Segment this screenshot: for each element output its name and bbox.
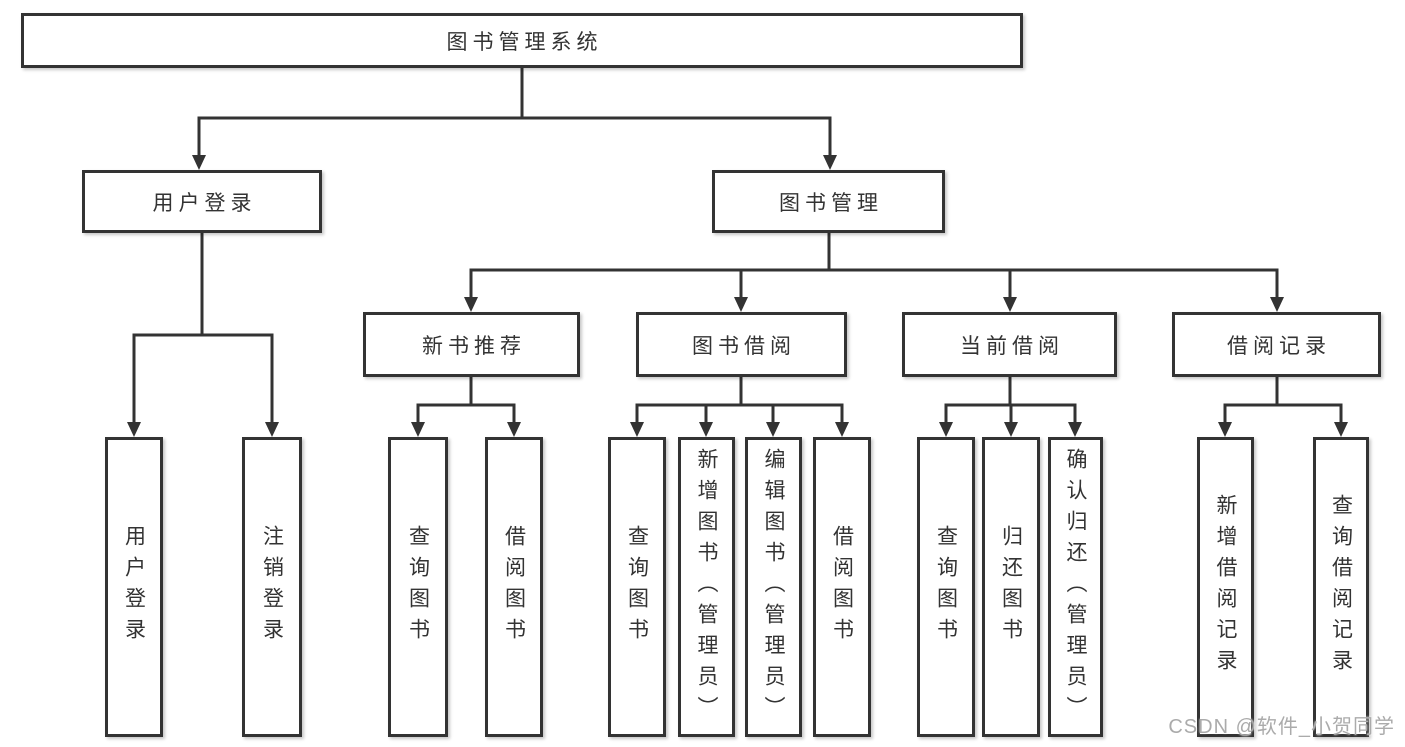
arrowhead-icon: [464, 297, 478, 312]
node-leaf-query-book-borrow: 查询图书: [608, 437, 666, 737]
connector-root-to-level1: [197, 68, 832, 158]
connector-current-borrow-children: [944, 377, 1077, 425]
connector-borrow-records-children: [1223, 377, 1343, 425]
arrowhead-icon: [835, 422, 849, 437]
node-label: 查询图书: [406, 525, 430, 649]
connector-new-book-recommend-children: [416, 377, 516, 425]
node-label: 归还图书: [999, 525, 1023, 649]
node-current-borrow: 当前借阅: [902, 312, 1117, 377]
arrowhead-icon: [630, 422, 644, 437]
node-leaf-borrow-book: 借阅图书: [813, 437, 871, 737]
node-label: 图书管理: [779, 191, 883, 215]
node-borrow-records: 借阅记录: [1172, 312, 1381, 377]
connector-lines: [132, 68, 1343, 425]
arrowhead-icon: [1003, 297, 1017, 312]
node-label: 确认归还（管理员）: [1064, 447, 1087, 727]
arrowhead-icon: [1068, 422, 1082, 437]
node-label: 注销登录: [260, 525, 284, 649]
arrowhead-icon: [699, 422, 713, 437]
node-label: 图书借阅: [692, 334, 796, 358]
node-label: 新增借阅记录: [1214, 494, 1237, 680]
connector-user-login-children: [132, 233, 274, 425]
node-label: 借阅记录: [1227, 334, 1331, 358]
node-label: 新增图书（管理员）: [695, 447, 718, 727]
arrowhead-icon: [1270, 297, 1284, 312]
arrowhead-icon: [766, 422, 780, 437]
node-user-login: 用户登录: [82, 170, 322, 233]
node-label: 查询图书: [934, 525, 958, 649]
node-label: 当前借阅: [960, 334, 1064, 358]
node-leaf-query-borrow-record: 查询借阅记录: [1313, 437, 1369, 737]
node-label: 查询借阅记录: [1329, 494, 1353, 680]
node-label: 查询图书: [625, 525, 649, 649]
node-label: 借阅图书: [830, 525, 854, 649]
arrowheads: [127, 155, 1348, 437]
arrowhead-icon: [1004, 422, 1018, 437]
arrowhead-icon: [265, 422, 279, 437]
node-leaf-query-book-recommend: 查询图书: [388, 437, 448, 737]
arrowhead-icon: [507, 422, 521, 437]
arrowhead-icon: [734, 297, 748, 312]
node-library-system: 图书管理系统: [21, 13, 1023, 68]
arrowhead-icon: [939, 422, 953, 437]
node-leaf-add-borrow-record: 新增借阅记录: [1197, 437, 1254, 737]
node-label: 图书管理系统: [446, 30, 603, 54]
arrowhead-icon: [823, 155, 837, 170]
node-label: 用户登录: [152, 191, 257, 215]
arrowhead-icon: [127, 422, 141, 437]
connector-book-borrow-children: [635, 377, 844, 425]
arrowhead-icon: [1334, 422, 1348, 437]
node-book-management: 图书管理: [712, 170, 945, 233]
node-label: 借阅图书: [502, 525, 526, 649]
node-leaf-add-book-admin: 新增图书（管理员）: [678, 437, 735, 737]
arrowhead-icon: [411, 422, 425, 437]
arrowhead-icon: [192, 155, 206, 170]
node-label: 用户登录: [122, 525, 146, 649]
node-leaf-user-login: 用户登录: [105, 437, 163, 737]
node-leaf-confirm-return-admin: 确认归还（管理员）: [1048, 437, 1103, 737]
arrowhead-icon: [1218, 422, 1232, 437]
node-leaf-return-book: 归还图书: [982, 437, 1040, 737]
node-leaf-logout: 注销登录: [242, 437, 302, 737]
node-new-book-recommend: 新书推荐: [363, 312, 580, 377]
node-leaf-borrow-book-recommend: 借阅图书: [485, 437, 543, 737]
node-label: 编辑图书（管理员）: [762, 447, 785, 727]
node-book-borrow: 图书借阅: [636, 312, 847, 377]
node-leaf-edit-book-admin: 编辑图书（管理员）: [745, 437, 802, 737]
node-label: 新书推荐: [422, 334, 526, 358]
watermark: CSDN @软件_小贺同学: [1168, 716, 1395, 738]
node-leaf-query-book-current: 查询图书: [917, 437, 975, 737]
connector-book-management-children: [469, 233, 1279, 300]
